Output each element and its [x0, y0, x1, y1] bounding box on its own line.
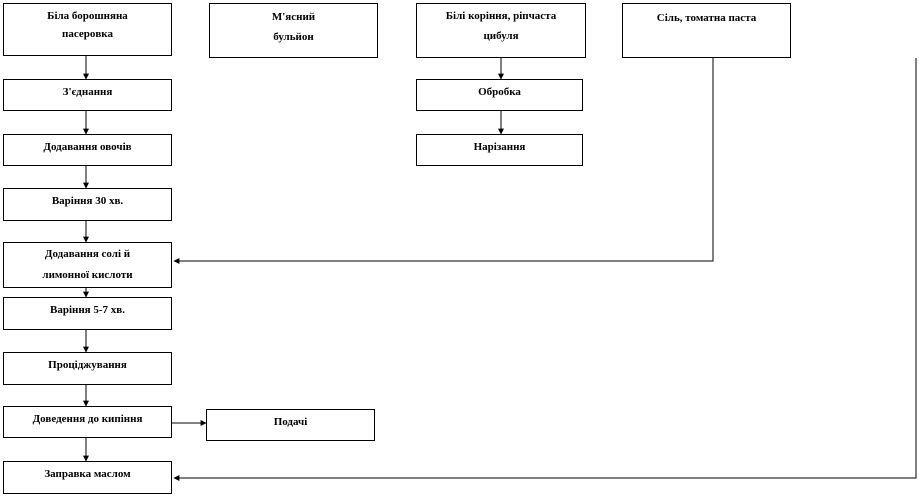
box-flour-roux-line2: пасерoвка	[62, 28, 113, 40]
box-add-salt-acid-line2: лимонної кислоти	[42, 269, 133, 281]
box-roots-onion-line2: цибуля	[483, 30, 519, 42]
box-butter-dressing-line1: Заправка маслом	[44, 468, 131, 480]
box-cutting-line1: Нарізання	[473, 141, 526, 153]
box-add-salt-acid-line1: Додавання солі й	[44, 248, 131, 260]
box-processing: Обробка	[416, 79, 583, 111]
arrow-b4-c4	[173, 58, 714, 264]
box-combine-line1: З'єднання	[62, 86, 113, 98]
box-boil-5-7: Варіння 5-7 хв.	[3, 297, 172, 330]
box-flour-roux-line1: Біла борошняна	[47, 10, 128, 22]
arrow-right-c8	[173, 58, 917, 481]
box-roots-onion-line1: Білі коріння, ріпчаста	[445, 10, 557, 22]
box-boil-30: Варіння 30 хв.	[3, 188, 172, 221]
box-serving: Подачі	[206, 409, 375, 441]
box-boil-30-line1: Варіння 30 хв.	[51, 195, 124, 207]
box-salt-tomato: Сіль, томатна паста	[622, 3, 791, 58]
box-butter-dressing: Заправка маслом	[3, 461, 172, 494]
box-straining-line1: Проціджування	[48, 359, 127, 371]
box-boil-5-7-line1: Варіння 5-7 хв.	[50, 304, 125, 316]
box-add-salt-acid: Додавання солі й лимонної кислоти	[3, 242, 172, 288]
box-flour-roux: Біла борошняна пасерoвка	[3, 3, 172, 56]
box-combine: З'єднання	[3, 79, 172, 111]
box-add-vegetables: Додавання овочів	[3, 134, 172, 166]
box-processing-line1: Обробка	[478, 86, 521, 98]
box-roots-onion: Білі коріння, ріпчаста цибуля	[416, 3, 586, 58]
box-cutting: Нарізання	[416, 134, 583, 166]
box-salt-tomato-line1: Сіль, томатна паста	[656, 12, 757, 24]
box-meat-broth: М'ясний бульйон	[209, 3, 378, 58]
box-straining: Проціджування	[3, 352, 172, 385]
box-meat-broth-line1: М'ясний	[271, 11, 316, 23]
box-meat-broth-line2: бульйон	[273, 31, 314, 43]
box-bring-to-boil-line1: Доведення до кипіння	[32, 413, 143, 425]
box-serving-line1: Подачі	[273, 416, 308, 428]
box-add-vegetables-line1: Додавання овочів	[43, 141, 132, 153]
box-bring-to-boil: Доведення до кипіння	[3, 406, 172, 438]
